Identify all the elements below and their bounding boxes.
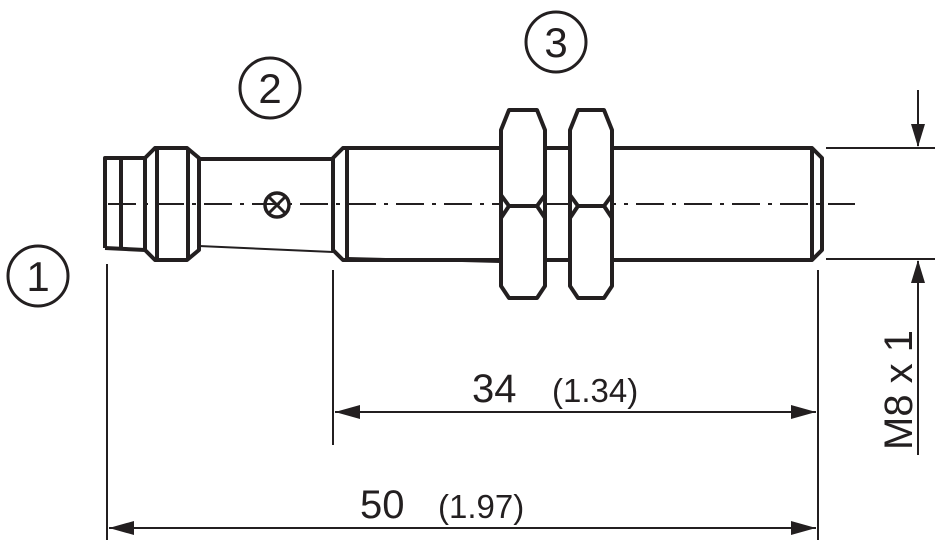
connector-plug	[103, 156, 146, 252]
dimension-34: 34 (1.34)	[335, 367, 816, 419]
led-indicator-icon	[263, 191, 291, 219]
svg-text:3: 3	[544, 19, 567, 66]
hex-nut-2	[568, 108, 614, 300]
callout-3: 3	[524, 10, 588, 74]
dimension-thread: M8 x 1	[877, 90, 925, 455]
coupling-nut	[143, 146, 201, 262]
callout-1: 1	[6, 244, 70, 308]
dimension-50-inch: (1.97)	[438, 488, 524, 525]
dimension-50-value: 50	[360, 483, 405, 527]
hex-nut-1	[499, 108, 547, 300]
dimension-34-value: 34	[472, 367, 517, 411]
sensor-body	[198, 157, 334, 253]
dimension-50: 50 (1.97)	[109, 483, 816, 535]
svg-text:1: 1	[26, 253, 49, 300]
callout-2: 2	[238, 56, 302, 120]
thread-label: M8 x 1	[877, 330, 921, 450]
dimension-34-inch: (1.34)	[552, 372, 638, 409]
svg-text:2: 2	[258, 65, 281, 112]
